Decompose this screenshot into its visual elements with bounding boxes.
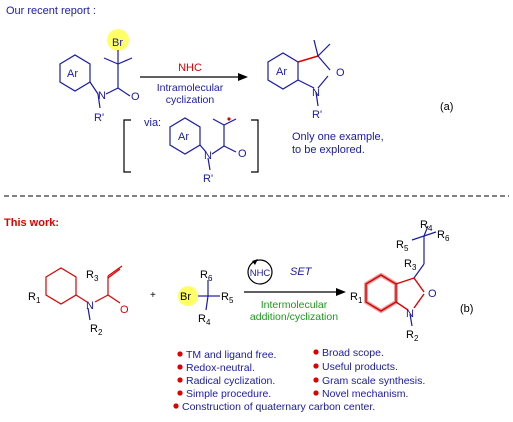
feature-left-1: TM and ligand free. xyxy=(186,349,276,361)
feature-bullet xyxy=(177,377,183,383)
bottom-arrow xyxy=(244,288,346,296)
top-arrow-line2: cyclization xyxy=(166,94,215,106)
feature-list: TM and ligand free. Redox-neutral. Radic… xyxy=(173,347,425,413)
top-reactant xyxy=(59,29,133,109)
set-label: SET xyxy=(290,266,313,278)
bottom-product xyxy=(364,225,437,327)
feature-bullet xyxy=(313,349,319,355)
feature-bullet xyxy=(173,403,179,409)
feature-right-1: Broad scope. xyxy=(322,347,384,359)
catalyst-label: NHC xyxy=(250,268,271,279)
nhc-catalyst-cycle xyxy=(247,259,273,285)
r1-label: R1 xyxy=(28,291,41,305)
feature-bullet xyxy=(313,363,319,369)
product-r5-label: R5 xyxy=(396,239,409,253)
feature-right-4: Novel mechanism. xyxy=(322,388,408,400)
top-arrow-reagent: NHC xyxy=(178,62,202,74)
bottom-arrow-line1: Intermolecular xyxy=(261,299,328,311)
product-r4-label: R4 xyxy=(420,219,433,233)
r2-label: R2 xyxy=(90,323,103,337)
intermediate-ar-label: Ar xyxy=(178,131,189,143)
product-n-label-b: N xyxy=(406,308,414,320)
top-heading: Our recent report : xyxy=(6,5,96,17)
feature-last: Construction of quaternary carbon center… xyxy=(182,401,375,413)
reactant-br-label: Br xyxy=(112,37,123,49)
reactant-ar-label: Ar xyxy=(67,68,78,80)
product-ring-glow xyxy=(364,272,398,314)
intermediate-r-label: R' xyxy=(203,173,213,185)
r4-label: R4 xyxy=(198,313,211,327)
acrylamide-n-label: N xyxy=(86,300,94,312)
note-line1: Only one example, xyxy=(292,131,384,143)
via-label: via: xyxy=(144,117,161,129)
reactant-o-label: O xyxy=(131,91,140,103)
intermediate-o-label: O xyxy=(238,148,247,160)
feature-left-4: Simple procedure. xyxy=(186,388,271,400)
bromine-highlight xyxy=(107,29,129,51)
acrylamide-ring xyxy=(45,267,77,305)
intermediate-n-label: N xyxy=(204,150,212,162)
tag-a: (a) xyxy=(440,101,453,113)
plus-sign: + xyxy=(150,290,156,301)
feature-right-3: Gram scale synthesis. xyxy=(322,375,425,387)
feature-bullet xyxy=(177,364,183,370)
bromide-highlight xyxy=(178,286,198,306)
feature-right-2: Useful products. xyxy=(322,361,398,373)
intermediate-brackets xyxy=(123,119,259,173)
product-o-label: O xyxy=(336,67,345,79)
bottom-arrow-line2: addition/cyclization xyxy=(250,311,338,323)
bromide-br-label: Br xyxy=(180,291,191,303)
top-arrow xyxy=(140,73,248,81)
vinyl-double-bond xyxy=(107,268,121,279)
r3-label: R3 xyxy=(86,269,99,283)
r6-label: R6 xyxy=(200,269,213,283)
radical-dot xyxy=(227,117,231,121)
top-arrow-line1: Intramolecular xyxy=(157,82,224,94)
feature-left-2: Redox-neutral. xyxy=(186,362,255,374)
product-r1-label: R1 xyxy=(350,291,363,305)
feature-left-3: Radical cyclization. xyxy=(186,375,275,387)
reactant-n-label: N xyxy=(98,90,106,102)
r5-label: R5 xyxy=(221,291,234,305)
feature-bullet xyxy=(177,351,183,357)
product-n-label: N xyxy=(312,87,320,99)
bottom-heading: This work: xyxy=(4,217,59,229)
product-r6-label: R6 xyxy=(437,229,450,243)
feature-bullet xyxy=(313,390,319,396)
intermediate xyxy=(169,117,237,171)
tag-b: (b) xyxy=(460,303,473,315)
top-product xyxy=(267,39,331,107)
product-r-label: R' xyxy=(312,109,322,121)
product-ar-label: Ar xyxy=(276,66,287,78)
bottom-reactant-acrylamide xyxy=(45,265,123,321)
feature-bullet xyxy=(313,377,319,383)
bromide-bonds xyxy=(198,280,220,311)
acrylamide-o-label: O xyxy=(120,304,129,316)
product-r2-label: R2 xyxy=(406,329,419,343)
product-r3-label: R3 xyxy=(404,258,417,272)
note-line2: to be explored. xyxy=(292,144,365,156)
feature-bullet xyxy=(177,390,183,396)
product-o-label-b: O xyxy=(428,288,437,300)
reactant-r-label: R' xyxy=(94,112,104,124)
